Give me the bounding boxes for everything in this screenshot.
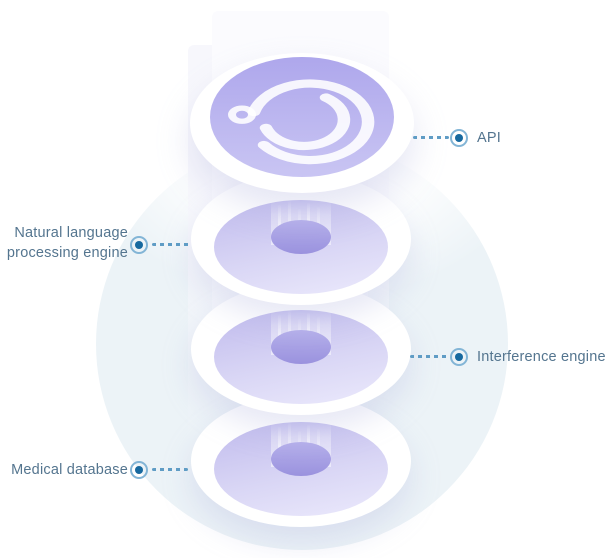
data-streak	[278, 315, 281, 349]
interference-connector-dot	[450, 348, 468, 366]
connector-dot-core	[135, 241, 143, 249]
interference-connector-line	[410, 355, 448, 358]
connector-dot-core	[455, 134, 463, 142]
data-streak	[307, 203, 310, 233]
data-streak	[307, 313, 310, 343]
api-label: API	[477, 130, 501, 146]
nlp-connector-dot	[130, 236, 148, 254]
api-connector-line	[413, 136, 449, 139]
nlp-label-line1: Natural language	[14, 225, 128, 241]
disc-hole	[271, 442, 331, 476]
nlp-label-line2: processing engine	[6, 244, 128, 261]
disc-hole	[271, 220, 331, 254]
data-streak	[278, 427, 281, 461]
connector-dot-core	[455, 353, 463, 361]
interference-label: Interference engine	[477, 349, 606, 365]
data-streak	[278, 205, 281, 239]
medical-label: Medical database	[11, 462, 128, 478]
disc-hole	[271, 330, 331, 364]
data-streak	[307, 425, 310, 455]
connector-dot-core	[135, 466, 143, 474]
nlp-label: Natural language processing engine	[4, 224, 128, 263]
api-connector-dot	[450, 129, 468, 147]
nlp-connector-line	[152, 243, 192, 246]
medical-connector-line	[152, 468, 188, 471]
medical-connector-dot	[130, 461, 148, 479]
spiral-logo-icon	[228, 79, 375, 165]
